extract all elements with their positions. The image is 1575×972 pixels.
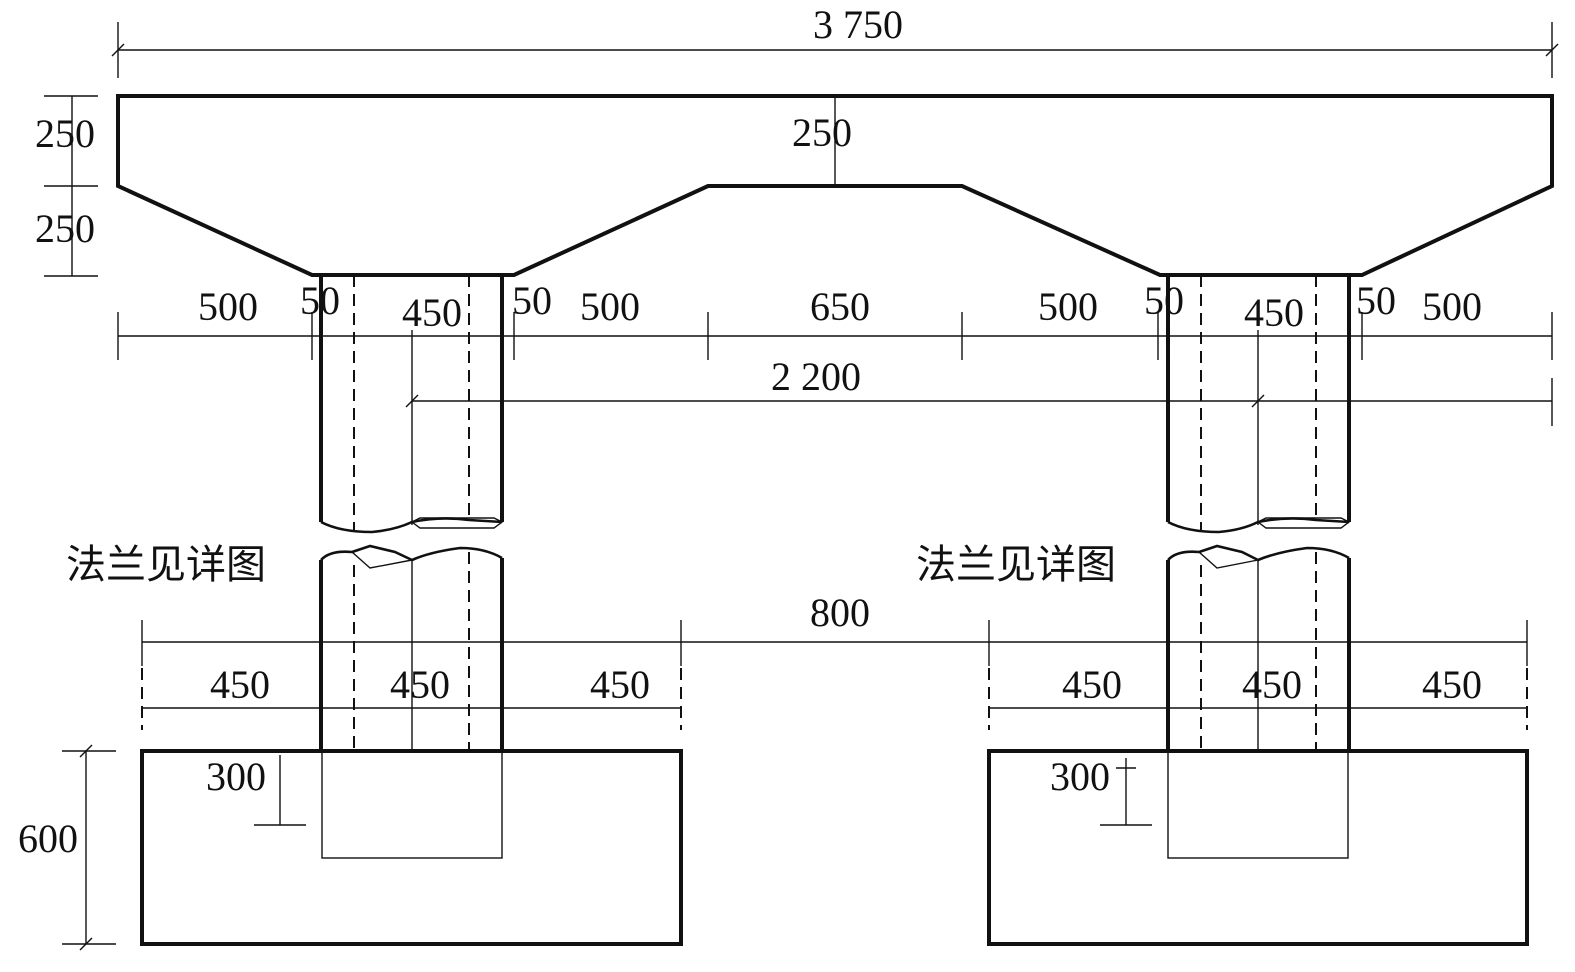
dim-footing-chain-left xyxy=(141,668,682,730)
dim-total-width xyxy=(111,22,1559,78)
dim-footing-height-label: 600 xyxy=(18,816,78,861)
dim-top-left-gap2-label: 50 xyxy=(512,278,552,323)
cap-beam xyxy=(116,94,1554,277)
dim-footing-spacing xyxy=(141,620,1528,666)
dim-cap-height-left xyxy=(44,95,98,277)
dim-cap-bottom-height-label: 250 xyxy=(35,206,95,251)
dim-foot-left-b-label: 450 xyxy=(390,662,450,707)
dim-foot-left-c-label: 450 xyxy=(590,662,650,707)
flange-note-left: 法兰见详图 xyxy=(66,542,266,588)
dim-column-spacing-label: 2 200 xyxy=(771,354,861,399)
dim-top-right-column-label: 450 xyxy=(1244,290,1304,335)
flange-note-right: 法兰见详图 xyxy=(916,542,1116,588)
dim-top-middle-label: 650 xyxy=(810,284,870,329)
dim-foot-right-a-label: 450 xyxy=(1062,662,1122,707)
dim-top-right-outer-label: 500 xyxy=(1422,284,1482,329)
dim-foot-right-c-label: 450 xyxy=(1422,662,1482,707)
dim-embed-right-label: 300 xyxy=(1050,754,1110,799)
dim-footing-height xyxy=(62,744,116,951)
dim-footing-chain-right xyxy=(988,668,1528,730)
dim-top-right-gap-label: 50 xyxy=(1144,278,1184,323)
dim-embed-left xyxy=(254,755,306,826)
dim-embed-left-label: 300 xyxy=(206,754,266,799)
dim-top-right-gap2-label: 50 xyxy=(1356,278,1396,323)
dim-top-left-gap-label: 50 xyxy=(300,278,340,323)
dim-embed-right xyxy=(1100,758,1152,826)
right-column-lower xyxy=(1166,544,1351,752)
dim-top-left-outer-label: 500 xyxy=(198,284,258,329)
left-column-lower xyxy=(319,544,504,752)
dim-top-left-column-label: 450 xyxy=(402,290,462,335)
dim-column-spacing xyxy=(405,378,1553,426)
dim-footing-spacing-label: 800 xyxy=(810,590,870,635)
dim-cap-mid-height-label: 250 xyxy=(792,110,852,155)
dim-foot-right-b-label: 450 xyxy=(1242,662,1302,707)
dim-cap-top-height-label: 250 xyxy=(35,111,95,156)
left-embed-socket xyxy=(321,750,503,859)
dim-foot-left-a-label: 450 xyxy=(210,662,270,707)
dim-top-chain xyxy=(117,312,1553,360)
dim-total-width-label: 3 750 xyxy=(813,2,903,47)
dim-top-left-slope-label: 500 xyxy=(580,284,640,329)
right-embed-socket xyxy=(1167,750,1349,859)
dim-top-right-slope-label: 500 xyxy=(1038,284,1098,329)
